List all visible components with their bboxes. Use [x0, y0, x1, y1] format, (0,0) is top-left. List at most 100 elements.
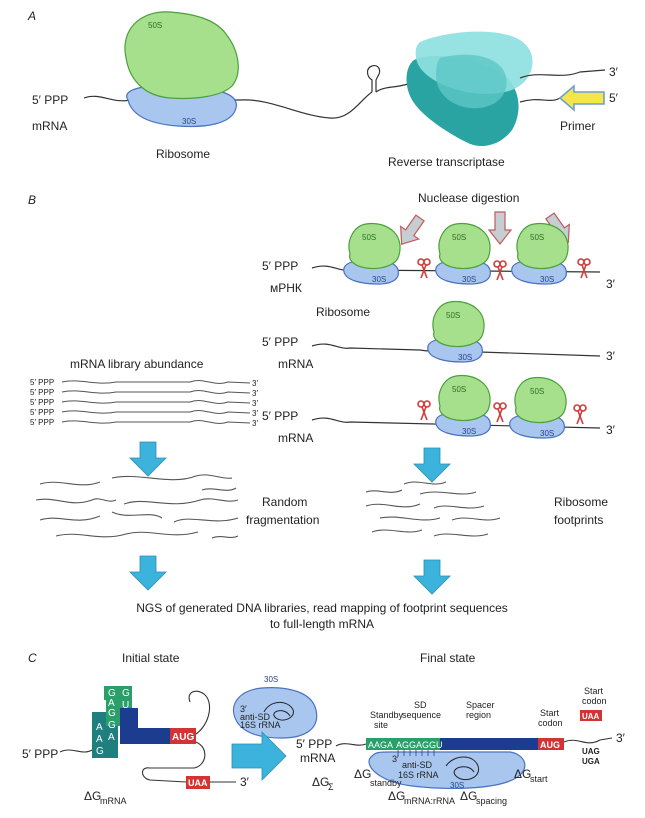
five-ppp-c-final: 5′ PPP — [296, 737, 332, 751]
footprint-row-3: 50S 50S 30S 30S — [311, 374, 601, 439]
library-five-ppp-4: 5′ PPP — [30, 418, 54, 427]
primer-label: Primer — [560, 119, 595, 133]
ribosome-a: 50S 30S — [124, 11, 239, 128]
panel-c-letter: C — [28, 651, 37, 665]
row1-30s-2: 30S — [462, 275, 476, 284]
stem-letter-4: G — [108, 720, 116, 731]
ribosome-label-b: Ribosome — [316, 305, 370, 319]
aug-label-initial: AUG — [172, 732, 194, 743]
start-codon-alt-2: codon — [582, 696, 607, 706]
row1-30s-1: 30S — [372, 275, 386, 284]
arrow-down-left-1 — [129, 441, 167, 477]
library-three-prime-3: 3′ — [252, 409, 258, 418]
free-30s-3prime: 3′ — [240, 704, 247, 714]
spacer-region-2: region — [466, 710, 491, 720]
panel-b-letter: B — [28, 193, 36, 207]
panel-c: C Initial state Final state AUG UAA 3′ A… — [22, 651, 626, 806]
stem-green-right — [120, 686, 132, 712]
final-spacer-box — [440, 738, 538, 750]
row3-mrna: mRNA — [278, 431, 313, 445]
mrna-to-rt — [375, 83, 409, 93]
final-standby-box — [366, 738, 394, 750]
dg-spacing-sub: spacing — [476, 796, 507, 806]
row1-three-prime: 3′ — [606, 277, 616, 291]
panel-a-letter: A — [27, 9, 36, 23]
standby-site-2: site — [374, 720, 388, 730]
footprint-row-1: 50S 50S 50S 30S 30S 30S — [311, 222, 601, 285]
row2-five-ppp: 5′ PPP — [262, 335, 298, 349]
library-strand-4 — [61, 420, 251, 424]
stem-loop-a — [366, 65, 381, 92]
dg-start: ΔG — [514, 767, 531, 781]
three-prime-a: 3′ — [609, 65, 619, 79]
random-fragments — [35, 474, 239, 539]
codon-uaa-box — [580, 710, 602, 721]
library-three-prime-4: 3′ — [252, 419, 258, 428]
scissors-icon-4 — [417, 400, 431, 421]
five-ppp-a: 5′ PPP — [32, 93, 68, 107]
final-state-label: Final state — [420, 651, 476, 665]
dg-spacing: ΔG — [460, 789, 477, 803]
start-codon-2: codon — [538, 718, 563, 728]
five-ppp-c-initial: 5′ PPP — [22, 747, 58, 761]
scissors-icon-3 — [577, 258, 591, 279]
navy-bar — [120, 728, 170, 744]
rt-strand-bottom — [519, 97, 561, 103]
library-five-ppp-0: 5′ PPP — [30, 378, 54, 387]
bound-30s: 3′ anti-SD 16S rRNA 30S — [368, 750, 526, 790]
stem-letter-7: G — [108, 688, 116, 699]
three-prime-initial: 3′ — [240, 775, 250, 789]
codon-uga: UGA — [582, 757, 600, 766]
dg-sigma-sub: Σ — [328, 782, 334, 792]
scissors-icon-2 — [493, 260, 507, 281]
final-seq-aaga: AAGA — [368, 740, 393, 750]
primer-arrow — [558, 84, 605, 112]
final-aug-box — [538, 738, 564, 750]
library-strand-1 — [61, 390, 251, 394]
row3-50s-1: 50S — [452, 385, 466, 394]
aug-box — [170, 728, 196, 744]
library-title: mRNA library abundance — [70, 357, 204, 371]
spacer-region-1: Spacer — [466, 700, 495, 710]
mrna-strand-a — [83, 91, 373, 119]
start-codon-alt-1: Start — [584, 686, 604, 696]
footprint-row-2: 50S 30S — [311, 300, 601, 363]
row1-50s-1: 50S — [362, 233, 376, 242]
arrow-down-right-1 — [413, 447, 451, 483]
scissors-icon-5 — [493, 402, 507, 423]
bound-16s: 16S rRNA — [398, 770, 439, 780]
ribosome-a-30s-label: 30S — [182, 117, 196, 126]
arrow-down-right-2 — [413, 559, 451, 595]
codon-uaa: UAA — [582, 712, 600, 721]
ngs-line-1: NGS of generated DNA libraries, read map… — [136, 601, 508, 615]
library-strand-2 — [61, 400, 251, 404]
ribosome-footprints-1: Ribosome — [554, 495, 608, 509]
three-prime-final: 3′ — [616, 731, 626, 745]
arrow-right-c — [231, 731, 287, 781]
random-fragmentation-2: fragmentation — [246, 513, 319, 527]
library-three-prime-2: 3′ — [252, 399, 258, 408]
dg-mrna-sub: mRNA — [100, 796, 127, 806]
stem-letter-8: G — [122, 688, 130, 699]
ribosome-footprint-fragments — [365, 481, 501, 537]
stem-letter-0: A — [96, 722, 103, 733]
row2-mrna: mRNA — [278, 357, 313, 371]
five-prime-a: 5′ — [609, 91, 619, 105]
library-three-prime-1: 3′ — [252, 389, 258, 398]
stem-letter-6: A — [108, 698, 115, 709]
nuclease-digestion-label: Nuclease digestion — [418, 191, 519, 205]
row3-50s-2: 50S — [530, 387, 544, 396]
dg-start-sub: start — [530, 774, 548, 784]
bound-30s-label: 30S — [450, 781, 464, 790]
dg-mrna-rrna-sub: mRNA:rRNA — [404, 796, 455, 806]
start-codon-1: Start — [540, 708, 560, 718]
row1-50s-3: 50S — [530, 233, 544, 242]
stem-letter-9: U — [122, 700, 129, 711]
free-30s-antisd: anti-SD — [240, 712, 271, 722]
ribosome-footprints-2: footprints — [554, 513, 603, 527]
row3-three-prime: 3′ — [606, 423, 616, 437]
stem-letter-5: G — [108, 708, 116, 719]
row3-30s-2: 30S — [540, 429, 554, 438]
